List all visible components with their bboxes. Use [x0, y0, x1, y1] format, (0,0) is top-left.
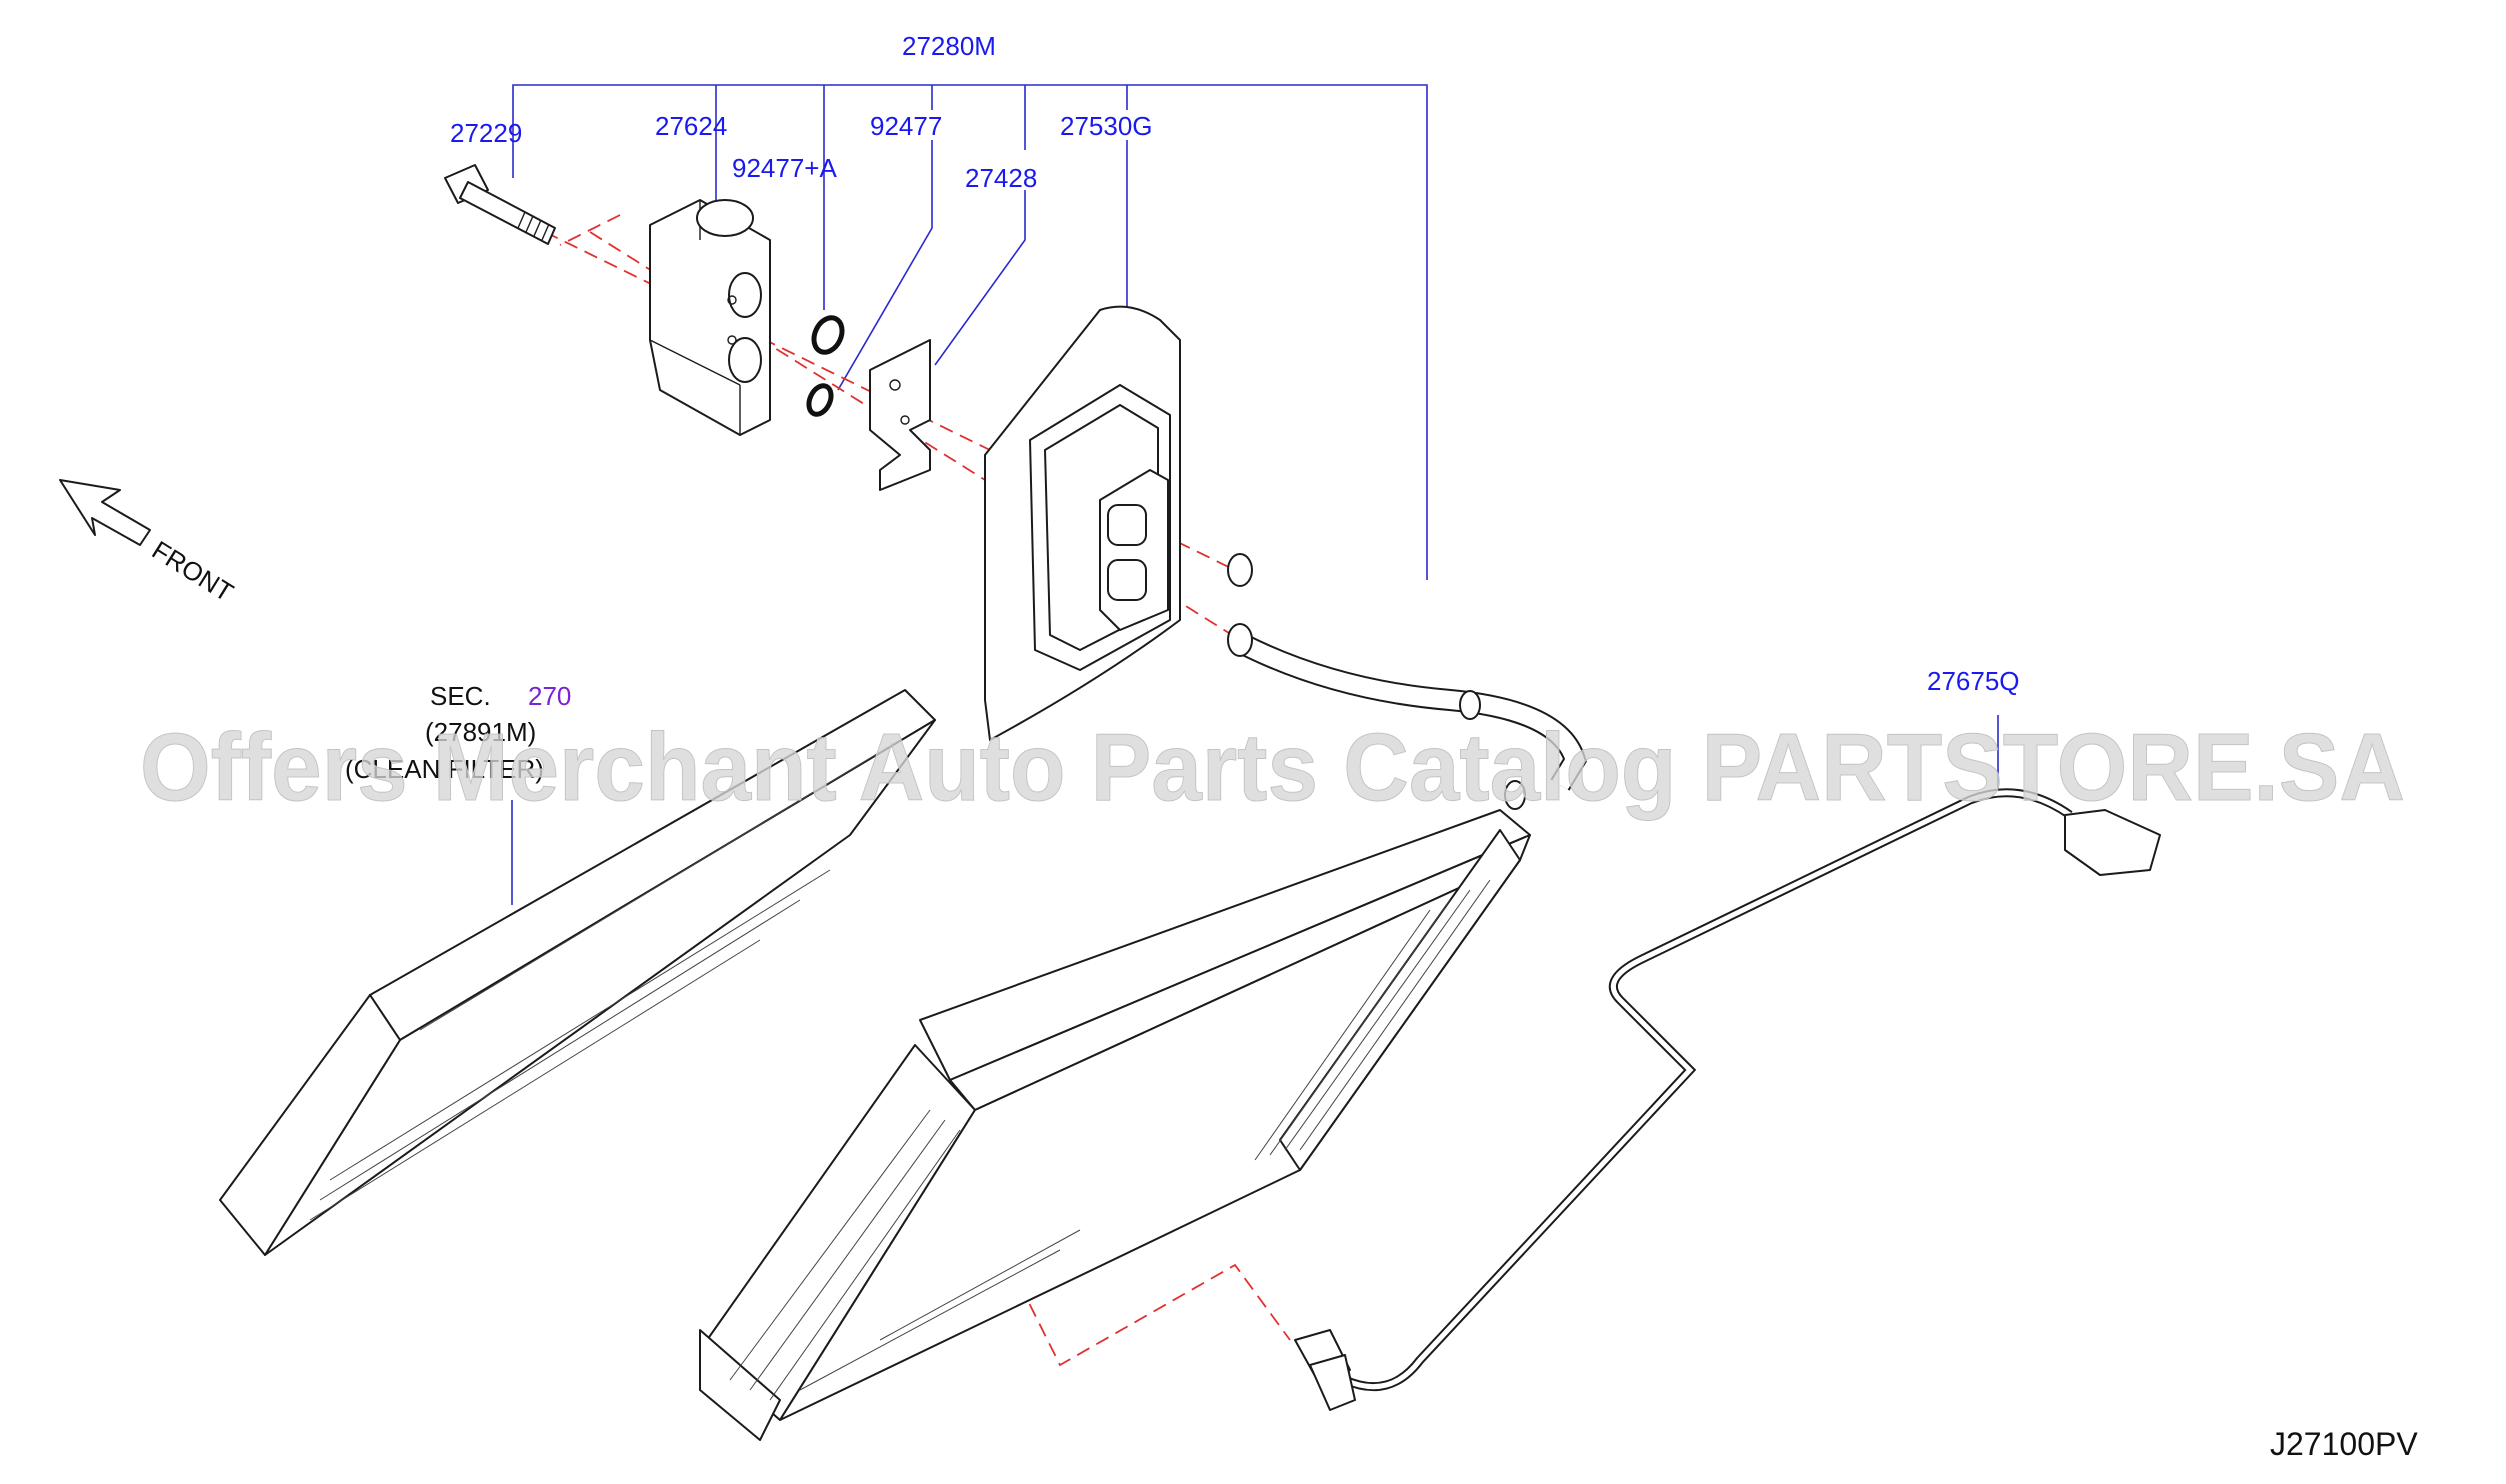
- watermark: Offers Merchant Auto Parts Catalog PARTS…: [140, 714, 2405, 821]
- callout-92477: 92477: [870, 111, 942, 141]
- callout-27280M: 27280M: [902, 31, 996, 61]
- section-prefix: SEC.: [430, 681, 491, 711]
- callout-labels: 27280M 27229 27624 92477+A 92477 27428 2…: [450, 31, 2020, 696]
- front-direction-indicator: FRONT: [59, 479, 239, 608]
- thermo-sensor: [1294, 788, 2161, 1411]
- section-reference: SEC. 270 (27891M) (CLEAN FILTER): [345, 681, 571, 784]
- bracket: [869, 339, 931, 491]
- o-ring-upper: [811, 315, 845, 355]
- diagram-code: J27100PV: [2270, 1426, 2418, 1462]
- callout-27428: 27428: [965, 163, 1037, 193]
- seal-gasket: [984, 305, 1181, 741]
- bolt: [444, 164, 556, 245]
- leader-lines: [511, 84, 1999, 905]
- callout-92477-a: 92477+A: [732, 153, 837, 183]
- evaporator-pipes: [1227, 553, 1587, 810]
- evaporator-core: [699, 809, 1531, 1441]
- callout-27530G: 27530G: [1060, 111, 1153, 141]
- callout-27675Q: 27675Q: [1927, 666, 2020, 696]
- callout-27624: 27624: [655, 111, 727, 141]
- section-part-name: (CLEAN FILTER): [345, 754, 544, 784]
- o-ring-lower: [806, 383, 834, 417]
- front-arrow-icon: [59, 479, 151, 546]
- cabin-filter: [219, 689, 936, 1256]
- callout-27229: 27229: [450, 118, 522, 148]
- section-link-270[interactable]: 270: [528, 681, 571, 711]
- o-rings: [806, 315, 845, 417]
- section-part-number: (27891M): [425, 717, 536, 747]
- expansion-valve: [649, 199, 771, 436]
- front-label: FRONT: [147, 535, 239, 608]
